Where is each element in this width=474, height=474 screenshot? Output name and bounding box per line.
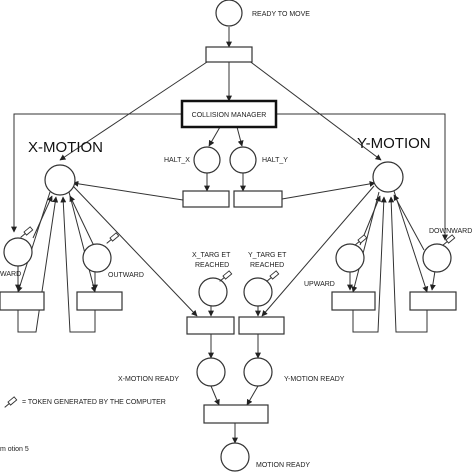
label-x-motion: X-MOTION [28,139,103,156]
arcs [11,27,448,444]
arc-upward-return-to-y-motion [352,196,387,333]
token-icon-inward [20,226,34,238]
label-x-motion-ready: X-MOTION READY [118,376,179,383]
label-y-target-line-2: REACHED [250,262,284,269]
place-x-motion [44,164,76,196]
transition-outward [76,291,123,311]
label-inward: WARD [0,271,21,278]
token-icon-downward [442,234,456,246]
arc-y-motion-to-downward-transition [393,190,429,293]
arc-halt-y-transition-to-y-motion [281,180,376,200]
place-inward [3,237,33,267]
arc-collision-manager-to-inward [11,113,183,233]
label-y-motion-ready: Y-MOTION READY [284,376,345,383]
label-token-legend: = TOKEN GENERATED BY THE COMPUTER [22,399,166,406]
transition-inward [0,291,45,311]
collision-manager-box [180,99,278,129]
arc-top-transition-to-y-motion [247,59,382,161]
label-downward: DOWNWARD [429,228,472,235]
place-downward [422,243,452,273]
arc-outward-return-to-x-motion [60,196,96,333]
arc-x-motion-to-x-target-transition [72,185,198,317]
label-y-target-line-1: Y_TARG ET [248,252,287,259]
label-ready-to-move: READY TO MOVE [252,11,310,18]
label-motion-ready: MOTION READY [256,462,310,469]
place-motion-ready [220,442,250,472]
arc-outward-place-to-x-motion [69,195,95,247]
place-halt-x [193,146,221,174]
label-caption-fragment: m otion 5 [0,446,29,453]
transition-upward [331,291,376,311]
place-halt-y [229,146,257,174]
place-outward [82,243,112,273]
arc-inward-return-to-x-motion [17,196,59,333]
arc-x-ready-to-final-transition [210,385,220,406]
label-outward: OUTWARD [108,272,144,279]
place-ready-to-move [215,0,243,27]
arc-downward-place-to-transition [429,270,436,291]
transition-y-target [238,316,285,335]
transition-start [205,46,253,63]
token-icon-outward [106,232,120,244]
label-upward: UPWARD [304,281,335,288]
label-halt-y: HALT_Y [262,157,288,164]
place-x-motion-ready [196,357,226,387]
place-x-target-reached [198,277,228,307]
label-x-target-line-1: X_TARG ET [192,252,231,259]
token-icon-upward [354,234,368,246]
arc-downward-return-to-y-motion [388,196,428,333]
token-icon-legend [4,396,18,408]
arc-x-motion-to-inward-transition [16,191,51,293]
arc-collision-manager-to-halt-x [208,126,221,147]
arc-collision-manager-to-downward [275,113,448,241]
arc-y-motion-to-y-target-transition [261,185,375,317]
token-icon-x-target [219,270,233,282]
label-collision-manager: COLLISION MANAGER [192,112,267,119]
label-y-motion: Y-MOTION [357,135,431,152]
token-icon-y-target [266,270,280,282]
transition-downward [409,291,457,311]
label-halt-x: HALT_X [164,157,190,164]
arc-halt-x-transition-to-x-motion [72,180,184,201]
arc-y-ready-to-final-transition [246,385,259,406]
transition-halt-y [233,190,283,208]
arc-x-motion-to-outward-transition [68,191,97,293]
arc-inward-place-to-x-motion [32,195,53,239]
place-y-target-reached [243,277,273,307]
arc-top-transition-to-x-motion [59,59,211,161]
transition-x-target [186,316,235,335]
place-upward [335,243,365,273]
label-x-target-line-2: REACHED [195,262,229,269]
arc-downward-place-to-y-motion [393,194,425,251]
transition-halt-x [182,190,230,208]
place-y-motion-ready [243,357,273,387]
transition-final [203,404,269,424]
arc-collision-manager-to-halt-y [236,126,244,147]
place-y-motion [372,161,404,193]
